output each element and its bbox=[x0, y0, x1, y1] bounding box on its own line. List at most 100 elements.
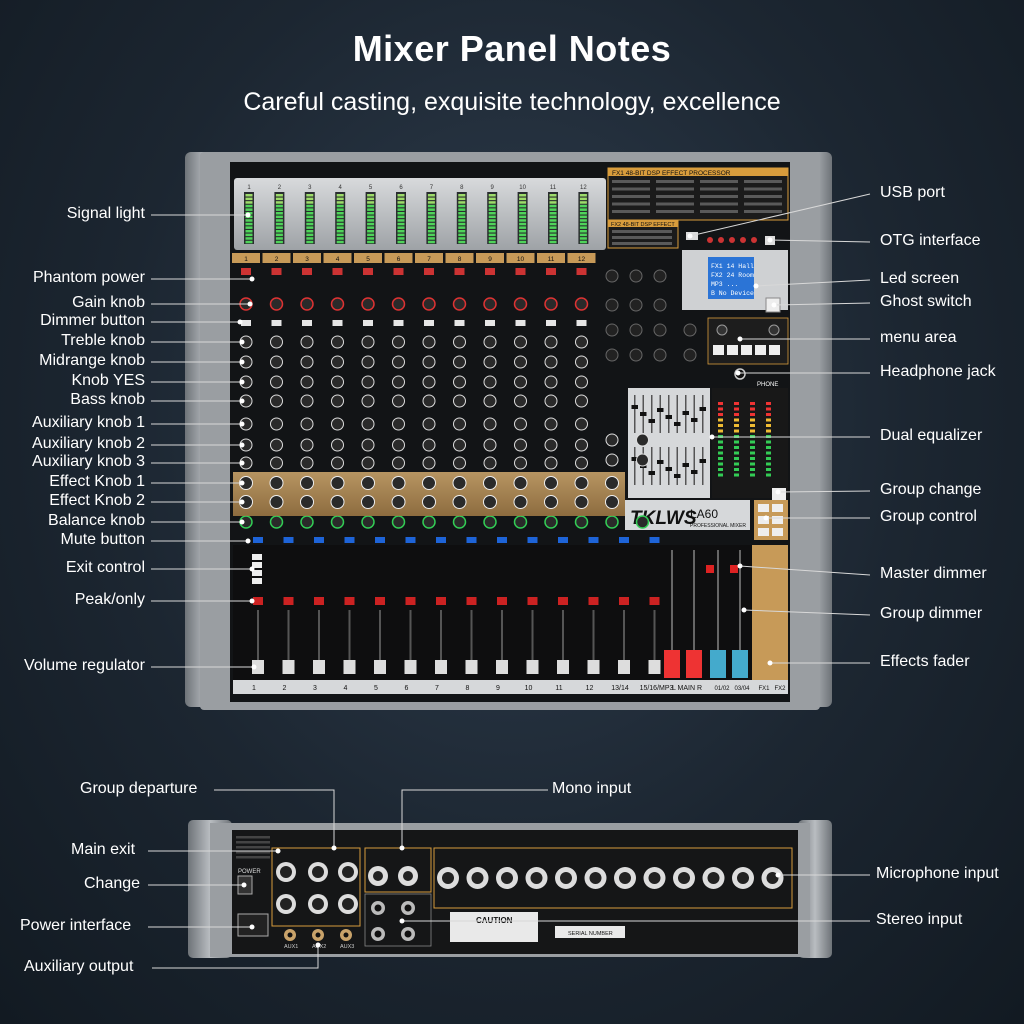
effect-knob-1[interactable] bbox=[483, 476, 497, 490]
eq-knob[interactable] bbox=[575, 375, 588, 389]
eq-knob[interactable] bbox=[300, 456, 314, 470]
effect-knob-1[interactable] bbox=[452, 476, 467, 490]
eq-slider[interactable] bbox=[657, 460, 664, 464]
eq-slider[interactable] bbox=[691, 418, 698, 422]
menu-button[interactable] bbox=[769, 345, 780, 355]
channel-fader[interactable] bbox=[252, 660, 264, 674]
mute-button[interactable] bbox=[436, 537, 446, 543]
eq-slider[interactable] bbox=[640, 412, 647, 416]
group-button[interactable] bbox=[772, 504, 783, 512]
eq-knob[interactable] bbox=[270, 394, 283, 408]
eq-knob[interactable] bbox=[422, 375, 436, 389]
balance-knob[interactable] bbox=[452, 515, 467, 529]
eq-knob[interactable] bbox=[361, 335, 375, 349]
eq-knob[interactable] bbox=[453, 375, 466, 389]
phantom-switch[interactable] bbox=[576, 268, 587, 275]
eq-slider[interactable] bbox=[657, 408, 664, 412]
eq-knob[interactable] bbox=[483, 417, 497, 431]
otg-button[interactable] bbox=[729, 237, 735, 243]
eq-knob[interactable] bbox=[331, 394, 344, 408]
dimmer-button[interactable] bbox=[271, 320, 282, 326]
effect-knob-2[interactable] bbox=[269, 495, 284, 509]
eq-knob[interactable] bbox=[300, 438, 314, 452]
gain-knob[interactable] bbox=[330, 297, 345, 311]
exit-control-button[interactable] bbox=[252, 554, 262, 560]
dimmer-button[interactable] bbox=[302, 320, 312, 326]
phantom-switch[interactable] bbox=[271, 268, 282, 275]
channel-fader[interactable] bbox=[435, 660, 447, 674]
effect-knob-1[interactable] bbox=[544, 476, 558, 490]
master-fader[interactable] bbox=[710, 650, 726, 678]
balance-knob[interactable] bbox=[422, 515, 436, 529]
mute-button[interactable] bbox=[344, 537, 355, 543]
effect-knob-1[interactable] bbox=[605, 476, 619, 490]
eq-knob[interactable] bbox=[514, 375, 527, 389]
balance-knob[interactable] bbox=[330, 515, 345, 529]
eq-knob[interactable] bbox=[453, 394, 466, 408]
group-button[interactable] bbox=[758, 504, 769, 512]
gain-knob[interactable] bbox=[483, 297, 497, 311]
eq-knob[interactable] bbox=[483, 375, 497, 389]
effect-knob-1[interactable] bbox=[361, 476, 375, 490]
eq-knob[interactable] bbox=[331, 335, 344, 349]
effect-knob-2[interactable] bbox=[330, 495, 345, 509]
eq-knob[interactable] bbox=[392, 438, 405, 452]
mute-button[interactable] bbox=[527, 537, 538, 543]
dimmer-button[interactable] bbox=[485, 320, 495, 326]
phantom-switch[interactable] bbox=[546, 268, 556, 275]
effect-knob-2[interactable] bbox=[391, 495, 406, 509]
eq-knob[interactable] bbox=[331, 375, 344, 389]
dimmer-button[interactable] bbox=[515, 320, 526, 326]
eq-knob[interactable] bbox=[544, 456, 558, 470]
gain-knob[interactable] bbox=[300, 297, 314, 311]
eq-slider[interactable] bbox=[665, 415, 673, 419]
eq-knob[interactable] bbox=[544, 355, 558, 369]
eq-knob[interactable] bbox=[422, 355, 436, 369]
eq-knob[interactable] bbox=[544, 438, 558, 452]
eq-knob[interactable] bbox=[575, 394, 588, 408]
effect-knob-2[interactable] bbox=[452, 495, 467, 509]
eq-knob[interactable] bbox=[300, 335, 314, 349]
eq-knob[interactable] bbox=[300, 355, 314, 369]
balance-knob[interactable] bbox=[300, 515, 314, 529]
stereo-knob[interactable] bbox=[605, 269, 619, 283]
balance-knob[interactable] bbox=[513, 515, 528, 529]
eq-knob[interactable] bbox=[392, 375, 405, 389]
eq-knob[interactable] bbox=[361, 456, 375, 470]
stereo-knob[interactable] bbox=[653, 298, 667, 312]
gain-knob[interactable] bbox=[574, 297, 589, 311]
channel-fader[interactable] bbox=[404, 660, 417, 674]
mute-button[interactable] bbox=[314, 537, 324, 543]
eq-knob[interactable] bbox=[422, 456, 436, 470]
group-button[interactable] bbox=[772, 516, 783, 524]
eq-knob[interactable] bbox=[422, 438, 436, 452]
eq-knob[interactable] bbox=[270, 417, 283, 431]
phantom-switch[interactable] bbox=[393, 268, 404, 275]
eq-slider[interactable] bbox=[699, 407, 707, 411]
eq-knob[interactable] bbox=[483, 355, 497, 369]
eq-knob[interactable] bbox=[575, 438, 588, 452]
eq-knob[interactable] bbox=[300, 375, 314, 389]
stereo-knob[interactable] bbox=[629, 348, 643, 362]
stereo-knob[interactable] bbox=[605, 348, 619, 362]
eq-slider[interactable] bbox=[699, 459, 707, 463]
eq-knob[interactable] bbox=[361, 355, 375, 369]
dimmer-button[interactable] bbox=[363, 320, 373, 326]
menu-button[interactable] bbox=[713, 345, 724, 355]
eq-slider[interactable] bbox=[674, 422, 681, 426]
eq-knob[interactable] bbox=[422, 394, 436, 408]
phantom-switch[interactable] bbox=[332, 268, 343, 275]
eq-knob[interactable] bbox=[483, 456, 497, 470]
eq-knob[interactable] bbox=[514, 335, 527, 349]
effect-knob-1[interactable] bbox=[391, 476, 406, 490]
eq-knob[interactable] bbox=[575, 456, 588, 470]
gain-knob[interactable] bbox=[422, 297, 436, 311]
eq-knob[interactable] bbox=[453, 355, 466, 369]
eq-knob[interactable] bbox=[392, 456, 405, 470]
group-button[interactable] bbox=[758, 516, 769, 524]
mute-button[interactable] bbox=[558, 537, 568, 543]
channel-fader[interactable] bbox=[557, 660, 569, 674]
phantom-switch[interactable] bbox=[363, 268, 373, 275]
channel-fader[interactable] bbox=[374, 660, 386, 674]
otg-button[interactable] bbox=[740, 237, 746, 243]
